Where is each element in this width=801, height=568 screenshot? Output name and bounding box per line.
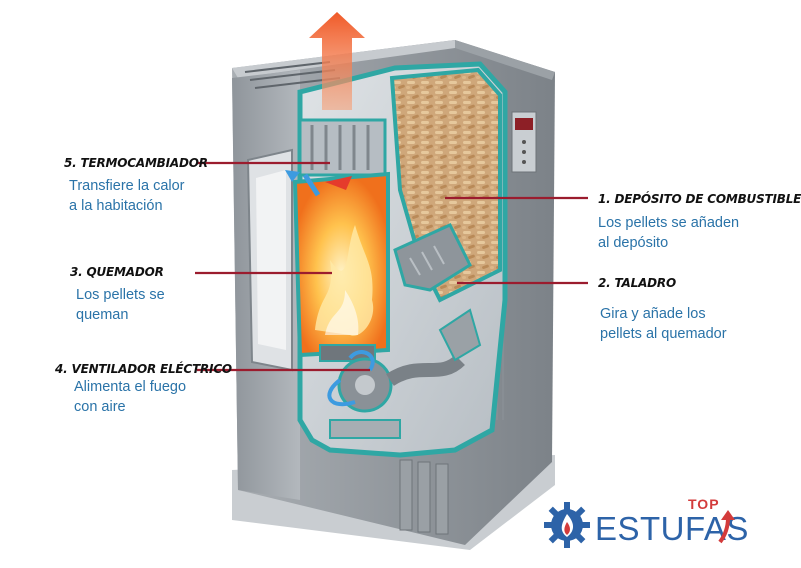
cutaway [285, 61, 508, 458]
burner-pot [319, 344, 376, 362]
desc-line: Alimenta el fuego [74, 379, 187, 395]
desc-line: Transfiere la calor [69, 178, 185, 194]
label-taladro-desc: Gira y añade los pellets al quemador [600, 304, 727, 344]
desc-line: Los pellets se [76, 287, 165, 303]
label-termocambiador-title: 5. TERMOCAMBIADOR [64, 156, 208, 170]
desc-line: Los pellets se añaden [598, 215, 740, 231]
display-screen [515, 118, 533, 130]
desc-line: queman [76, 307, 129, 323]
desc-line: a la habitación [69, 198, 163, 214]
airflow-arrows [302, 173, 375, 407]
label-termocambiador-desc: Transfiere la calor a la habitación [69, 176, 185, 216]
flame [315, 225, 374, 336]
desc-line: con aire [74, 399, 126, 415]
label-taladro-title: 2. TALADRO [598, 276, 676, 290]
base-vents [399, 459, 449, 535]
label-deposito-title: 1. DEPÓSITO DE COMBUSTIBLE [598, 192, 801, 206]
label-ventilador-title: 4. VENTILADOR ELÉCTRICO [55, 362, 232, 376]
desc-line: al depósito [598, 235, 669, 251]
air-duct [386, 354, 465, 387]
ash-tray [329, 419, 401, 439]
heat-exchanger [298, 118, 387, 177]
label-deposito-desc: Los pellets se añaden al depósito [598, 213, 739, 253]
logo-top-text: TOP [688, 496, 720, 512]
gear-flame-icon [544, 502, 590, 548]
label-ventilador-desc: Alimenta el fuego con aire [74, 377, 186, 417]
pellet-stove-diagram [195, 12, 588, 550]
hot-air-arrow [309, 12, 365, 110]
desc-line: pellets al quemador [600, 326, 727, 342]
label-quemador-title: 3. QUEMADOR [70, 265, 164, 279]
pointer-lines [195, 161, 588, 372]
desc-line: Gira y añade los [600, 306, 706, 322]
arrow-up-icon [718, 510, 735, 544]
auger [393, 223, 472, 292]
label-quemador-desc: Los pellets se queman [76, 285, 165, 325]
